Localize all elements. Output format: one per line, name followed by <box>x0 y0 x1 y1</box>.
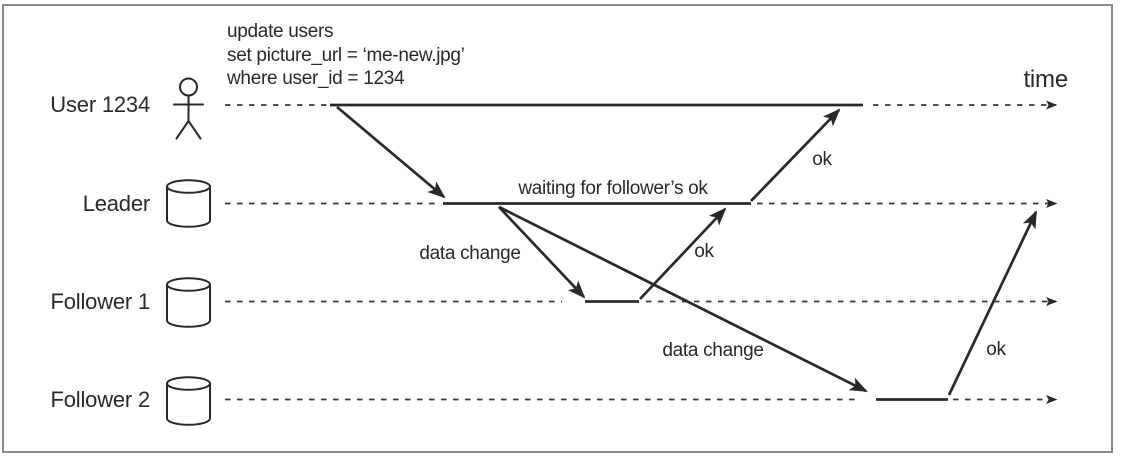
query-note: update users set picture_url = ‘me-new.j… <box>227 20 465 91</box>
actor-label-follower2: Follower 2 <box>50 386 151 412</box>
actor-label-leader: Leader <box>82 190 151 216</box>
actor-label-user: User 1234 <box>50 92 150 117</box>
arrow-ok-leader-to-user <box>750 108 841 202</box>
message-label-ok-f2: ok <box>986 339 1006 360</box>
arrow-data-change-leader-to-follower1 <box>498 206 586 299</box>
arrow-ok-follower2-to-leader <box>947 210 1038 396</box>
arrow-data-change-leader-to-follower2 <box>498 205 868 393</box>
message-label-ok-user: ok <box>812 149 832 170</box>
waiting-annotation: waiting for follower’s ok <box>518 178 708 199</box>
database-icon-follower1 <box>166 277 211 328</box>
person-icon <box>173 77 204 140</box>
query-line-3: where user_id = 1234 <box>227 68 405 89</box>
message-label-data-change-f1: data change <box>419 243 521 264</box>
database-icon-leader <box>166 179 211 228</box>
message-label-ok-f1: ok <box>694 241 714 262</box>
query-line-2: set picture_url = ‘me-new.jpg’ <box>227 44 465 66</box>
arrow-write-user-to-leader <box>336 105 446 199</box>
database-icon-follower2 <box>166 376 211 426</box>
message-label-data-change-f2: data change <box>662 340 764 361</box>
query-line-1: update users <box>227 21 334 42</box>
actor-label-follower1: Follower 1 <box>50 288 151 314</box>
time-axis-label: time <box>1023 66 1068 93</box>
